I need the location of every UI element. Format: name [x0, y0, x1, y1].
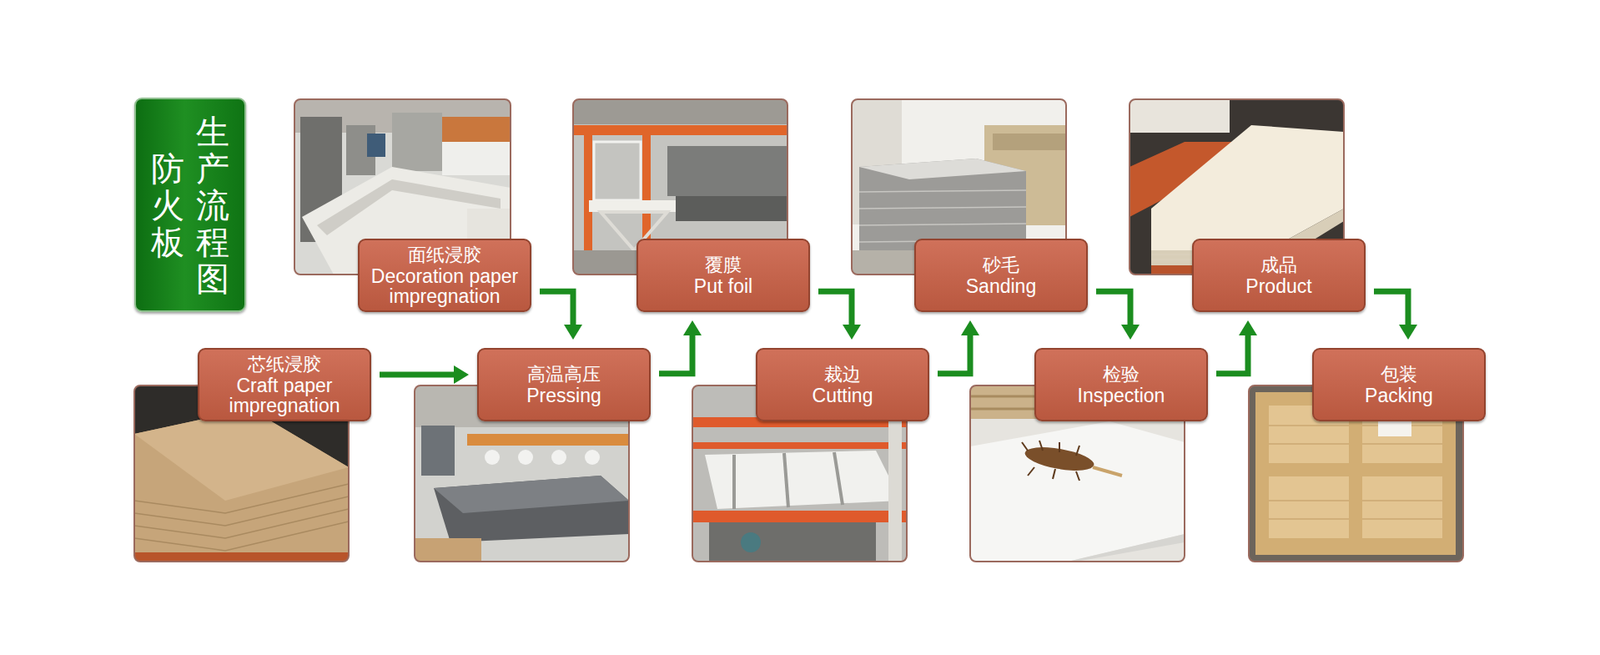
step-name-zh: 检验 [1041, 363, 1202, 385]
title-text: 防火板 [150, 150, 185, 261]
process-box: 砂毛Sanding [914, 238, 1088, 312]
step-name-zh: 砂毛 [920, 254, 1082, 276]
process-box: 覆膜Put foil [636, 238, 811, 312]
arrow-line [1373, 291, 1409, 325]
process-box: 高温高压Pressing [477, 347, 651, 422]
step-name-zh: 包装 [1318, 363, 1480, 385]
arrow-head [683, 320, 702, 336]
arrow-line [937, 335, 971, 374]
step-name-zh: 面纸浸胶 [364, 244, 525, 266]
arrow-line [659, 335, 693, 374]
process-box: 检验Inspection [1034, 347, 1208, 422]
step-name-en: Craft paper impregnation [204, 375, 365, 416]
arrow-head [1121, 324, 1140, 340]
step-name-en: Decoration paper impregnation [364, 266, 525, 307]
flow-arrow [1373, 291, 1418, 340]
step-name-zh: 裁边 [762, 363, 923, 385]
arrow-head [563, 324, 583, 340]
arrow-line [539, 291, 574, 325]
step-name-zh: 成品 [1198, 254, 1359, 276]
step-name-en: Put foil [643, 276, 804, 297]
step-name-zh: 高温高压 [483, 363, 645, 385]
process-box: 包装Packing [1312, 347, 1486, 422]
flow-arrow [379, 365, 469, 384]
step-name-zh: 芯纸浸胶 [204, 353, 365, 375]
process-box: 裁边Cutting [755, 347, 930, 422]
flow-arrow [659, 320, 702, 374]
step-name-en: Inspection [1041, 385, 1202, 406]
flow-arrow [1096, 291, 1140, 340]
flow-arrow [937, 320, 980, 374]
flow-arrow [1216, 320, 1258, 374]
step-name-en: Product [1198, 276, 1359, 297]
step-name-en: Cutting [762, 385, 923, 406]
process-box: 面纸浸胶Decoration paper impregnation [357, 238, 532, 312]
feather-duster [1021, 440, 1123, 481]
flow-arrow [818, 291, 861, 340]
process-box: 成品Product [1192, 238, 1366, 312]
arrow-head [961, 320, 980, 336]
arrow-head [453, 365, 469, 384]
flow-arrow [539, 291, 583, 340]
title-box: 防火板生产流程图 [134, 97, 247, 312]
arrow-line [1216, 335, 1248, 374]
arrow-head [1238, 320, 1258, 336]
step-name-en: Sanding [920, 276, 1082, 297]
arrow-head [842, 324, 861, 340]
arrow-line [818, 291, 852, 325]
arrow-line [379, 372, 454, 378]
title-text: 生产流程图 [196, 113, 230, 297]
arrow-head [1398, 324, 1418, 340]
step-name-en: Packing [1318, 385, 1480, 406]
process-box: 芯纸浸胶Craft paper impregnation [197, 347, 372, 422]
arrow-line [1096, 291, 1131, 325]
step-name-zh: 覆膜 [643, 254, 804, 276]
step-name-en: Pressing [483, 385, 645, 406]
